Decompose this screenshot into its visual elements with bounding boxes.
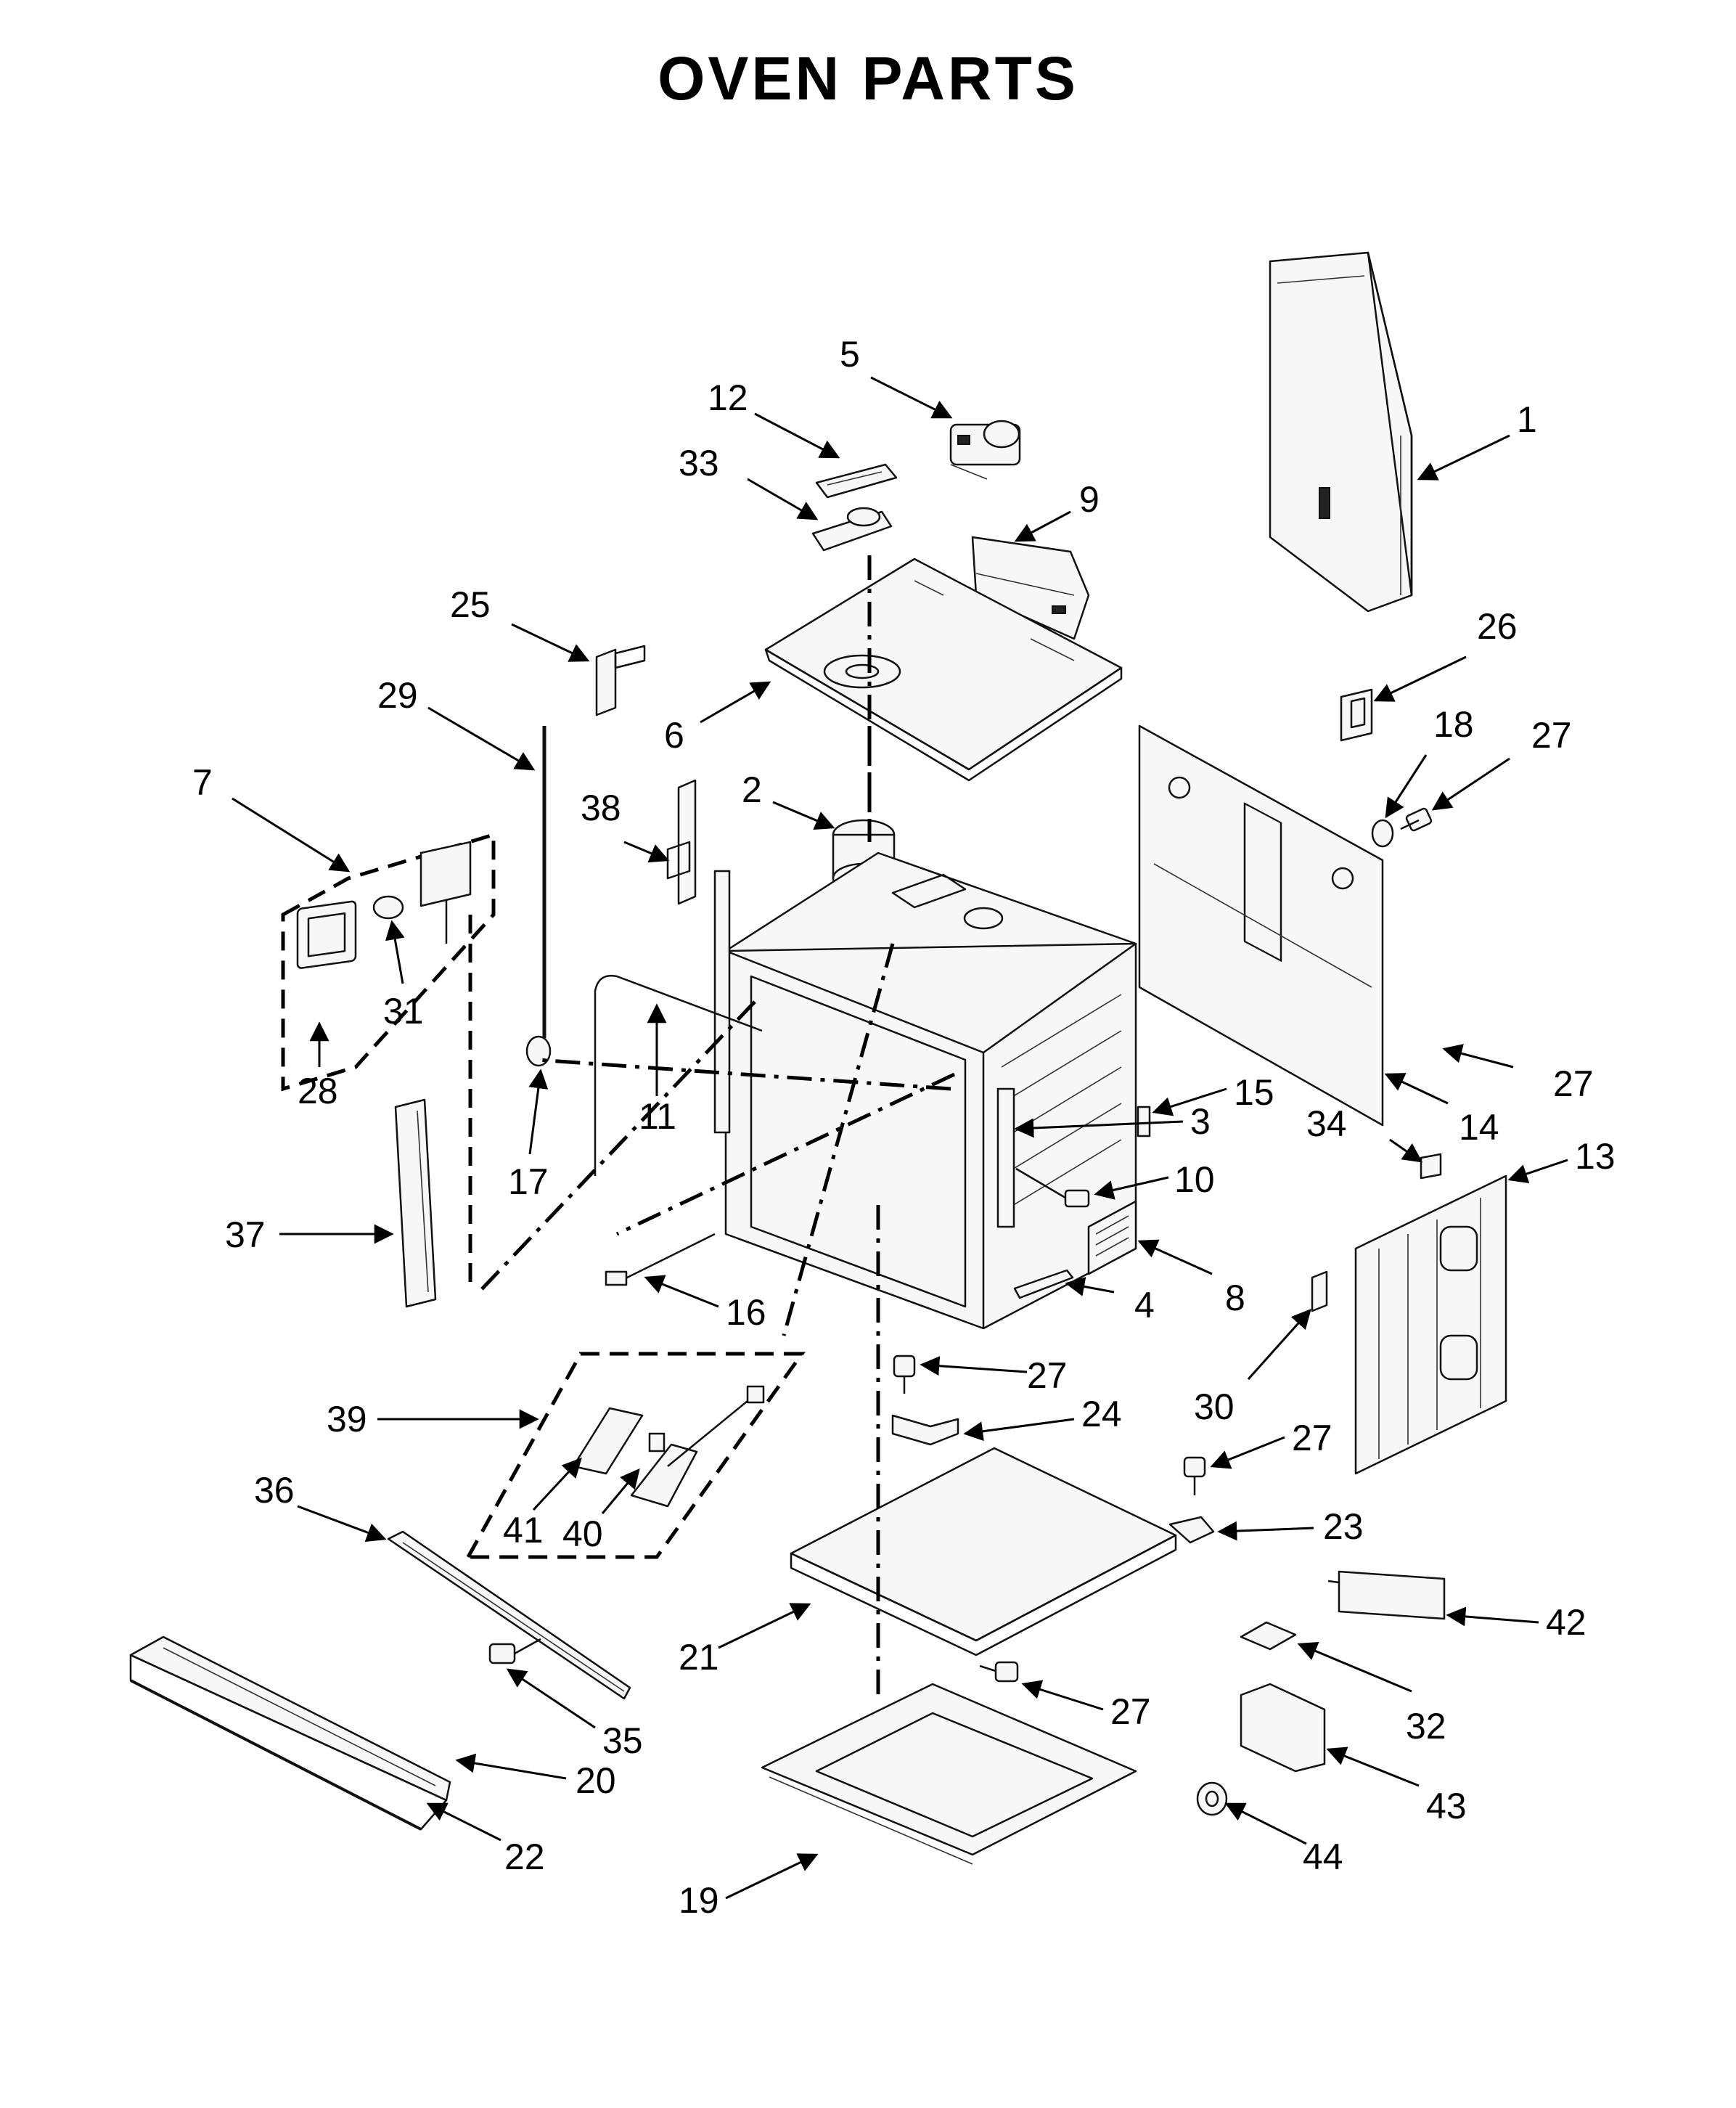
callout-41: 41 <box>503 1510 544 1551</box>
callout-27-lower: 27 <box>1110 1691 1151 1732</box>
part-32-shield <box>1240 1621 1297 1651</box>
part-12-bracket <box>815 463 898 499</box>
part-39-group <box>464 1352 806 1559</box>
callout-38: 38 <box>581 788 621 828</box>
callout-5: 5 <box>840 334 860 375</box>
part-27-screw-right <box>1183 1456 1206 1495</box>
callout-4: 4 <box>1134 1285 1155 1325</box>
callout-1: 1 <box>1517 399 1537 440</box>
callout-25: 25 <box>450 584 491 625</box>
callout-30: 30 <box>1194 1386 1235 1427</box>
callout-37: 37 <box>225 1214 266 1255</box>
callout-21: 21 <box>679 1637 719 1678</box>
part-11-wire <box>594 974 763 1176</box>
part-27-screw-upper <box>1400 807 1433 832</box>
callout-35: 35 <box>602 1720 643 1761</box>
callout-33: 33 <box>679 443 719 483</box>
callout-36: 36 <box>254 1470 295 1511</box>
callout-43: 43 <box>1426 1786 1467 1826</box>
callout-29: 29 <box>377 675 418 716</box>
part-43-cover <box>1240 1683 1326 1773</box>
callout-23: 23 <box>1323 1506 1364 1547</box>
callout-labels: 1 2 3 4 5 6 7 8 9 10 11 12 13 14 15 16 1… <box>192 334 1616 1921</box>
part-7-group <box>281 832 496 1092</box>
part-20-kick-panel <box>129 1635 451 1831</box>
part-38-hinge <box>666 779 697 905</box>
callout-34: 34 <box>1306 1103 1347 1144</box>
part-35-screw <box>488 1638 541 1664</box>
part-30-bracket <box>1311 1270 1328 1312</box>
part-17-plug <box>525 1035 552 1067</box>
callout-3: 3 <box>1190 1101 1211 1142</box>
part-37-trim <box>394 1098 437 1308</box>
part-21-bottom-plate <box>790 1447 1177 1656</box>
part-27-screw-middle <box>893 1355 916 1394</box>
part-25-bracket <box>595 645 646 716</box>
callout-44: 44 <box>1303 1837 1343 1877</box>
callout-24: 24 <box>1081 1394 1122 1434</box>
part-42-panel <box>1327 1570 1446 1620</box>
callout-2: 2 <box>742 769 762 810</box>
part-1-side-panel <box>1269 251 1413 613</box>
callout-31: 31 <box>383 991 424 1031</box>
callout-20: 20 <box>576 1760 616 1801</box>
callout-27-middle: 27 <box>1027 1355 1068 1396</box>
part-19-bottom-panel <box>761 1683 1137 1865</box>
part-10-screw <box>1015 1167 1090 1208</box>
part-14-rear-panel <box>1138 724 1384 1127</box>
part-6-top-plate <box>764 557 1123 782</box>
callout-17: 17 <box>508 1161 549 1202</box>
callout-16: 16 <box>726 1292 766 1333</box>
callout-22: 22 <box>504 1837 545 1877</box>
part-9-duct <box>971 536 1090 640</box>
part-34-clip <box>1420 1153 1442 1180</box>
part-5-motor-assembly <box>949 420 1021 480</box>
callout-19: 19 <box>679 1880 719 1921</box>
page-title: OVEN PARTS <box>658 44 1078 113</box>
callout-14: 14 <box>1459 1107 1499 1148</box>
part-15-clip <box>1137 1106 1151 1137</box>
callout-42: 42 <box>1546 1602 1586 1643</box>
callout-18: 18 <box>1433 704 1474 745</box>
callout-32: 32 <box>1406 1706 1446 1747</box>
part-22-trim <box>130 1679 422 1831</box>
callout-11: 11 <box>639 1096 676 1137</box>
part-13-side-panel <box>1354 1174 1507 1475</box>
callout-8: 8 <box>1225 1278 1245 1318</box>
callout-27-right: 27 <box>1292 1418 1332 1458</box>
callout-7: 7 <box>192 762 213 803</box>
leader-arrows <box>232 376 1568 1900</box>
part-27-screw-lower <box>979 1661 1019 1683</box>
callout-15: 15 <box>1234 1072 1274 1113</box>
callout-40: 40 <box>562 1513 603 1554</box>
part-33-collar-bracket <box>811 507 893 552</box>
part-23-bracket <box>1168 1516 1215 1544</box>
callout-12: 12 <box>708 377 748 418</box>
callout-26: 26 <box>1477 606 1518 647</box>
part-8-grille <box>1087 1200 1137 1275</box>
callout-13: 13 <box>1575 1136 1616 1177</box>
callout-39: 39 <box>327 1399 367 1439</box>
callout-6: 6 <box>664 715 684 756</box>
callout-10: 10 <box>1174 1159 1215 1200</box>
callout-9: 9 <box>1079 479 1100 520</box>
part-36-rail <box>387 1530 631 1700</box>
assembly-lines <box>468 555 956 1699</box>
part-26-box <box>1340 688 1373 742</box>
part-44-grommet <box>1196 1781 1228 1816</box>
part-16-sensor <box>605 1233 716 1286</box>
callout-27-mid-right: 27 <box>1553 1063 1594 1104</box>
callout-27-upper: 27 <box>1531 715 1572 756</box>
part-18-clip <box>1371 819 1394 848</box>
part-24-bracket <box>891 1414 959 1446</box>
part-3-oven-cavity <box>713 851 1137 1330</box>
callout-28: 28 <box>298 1071 338 1111</box>
